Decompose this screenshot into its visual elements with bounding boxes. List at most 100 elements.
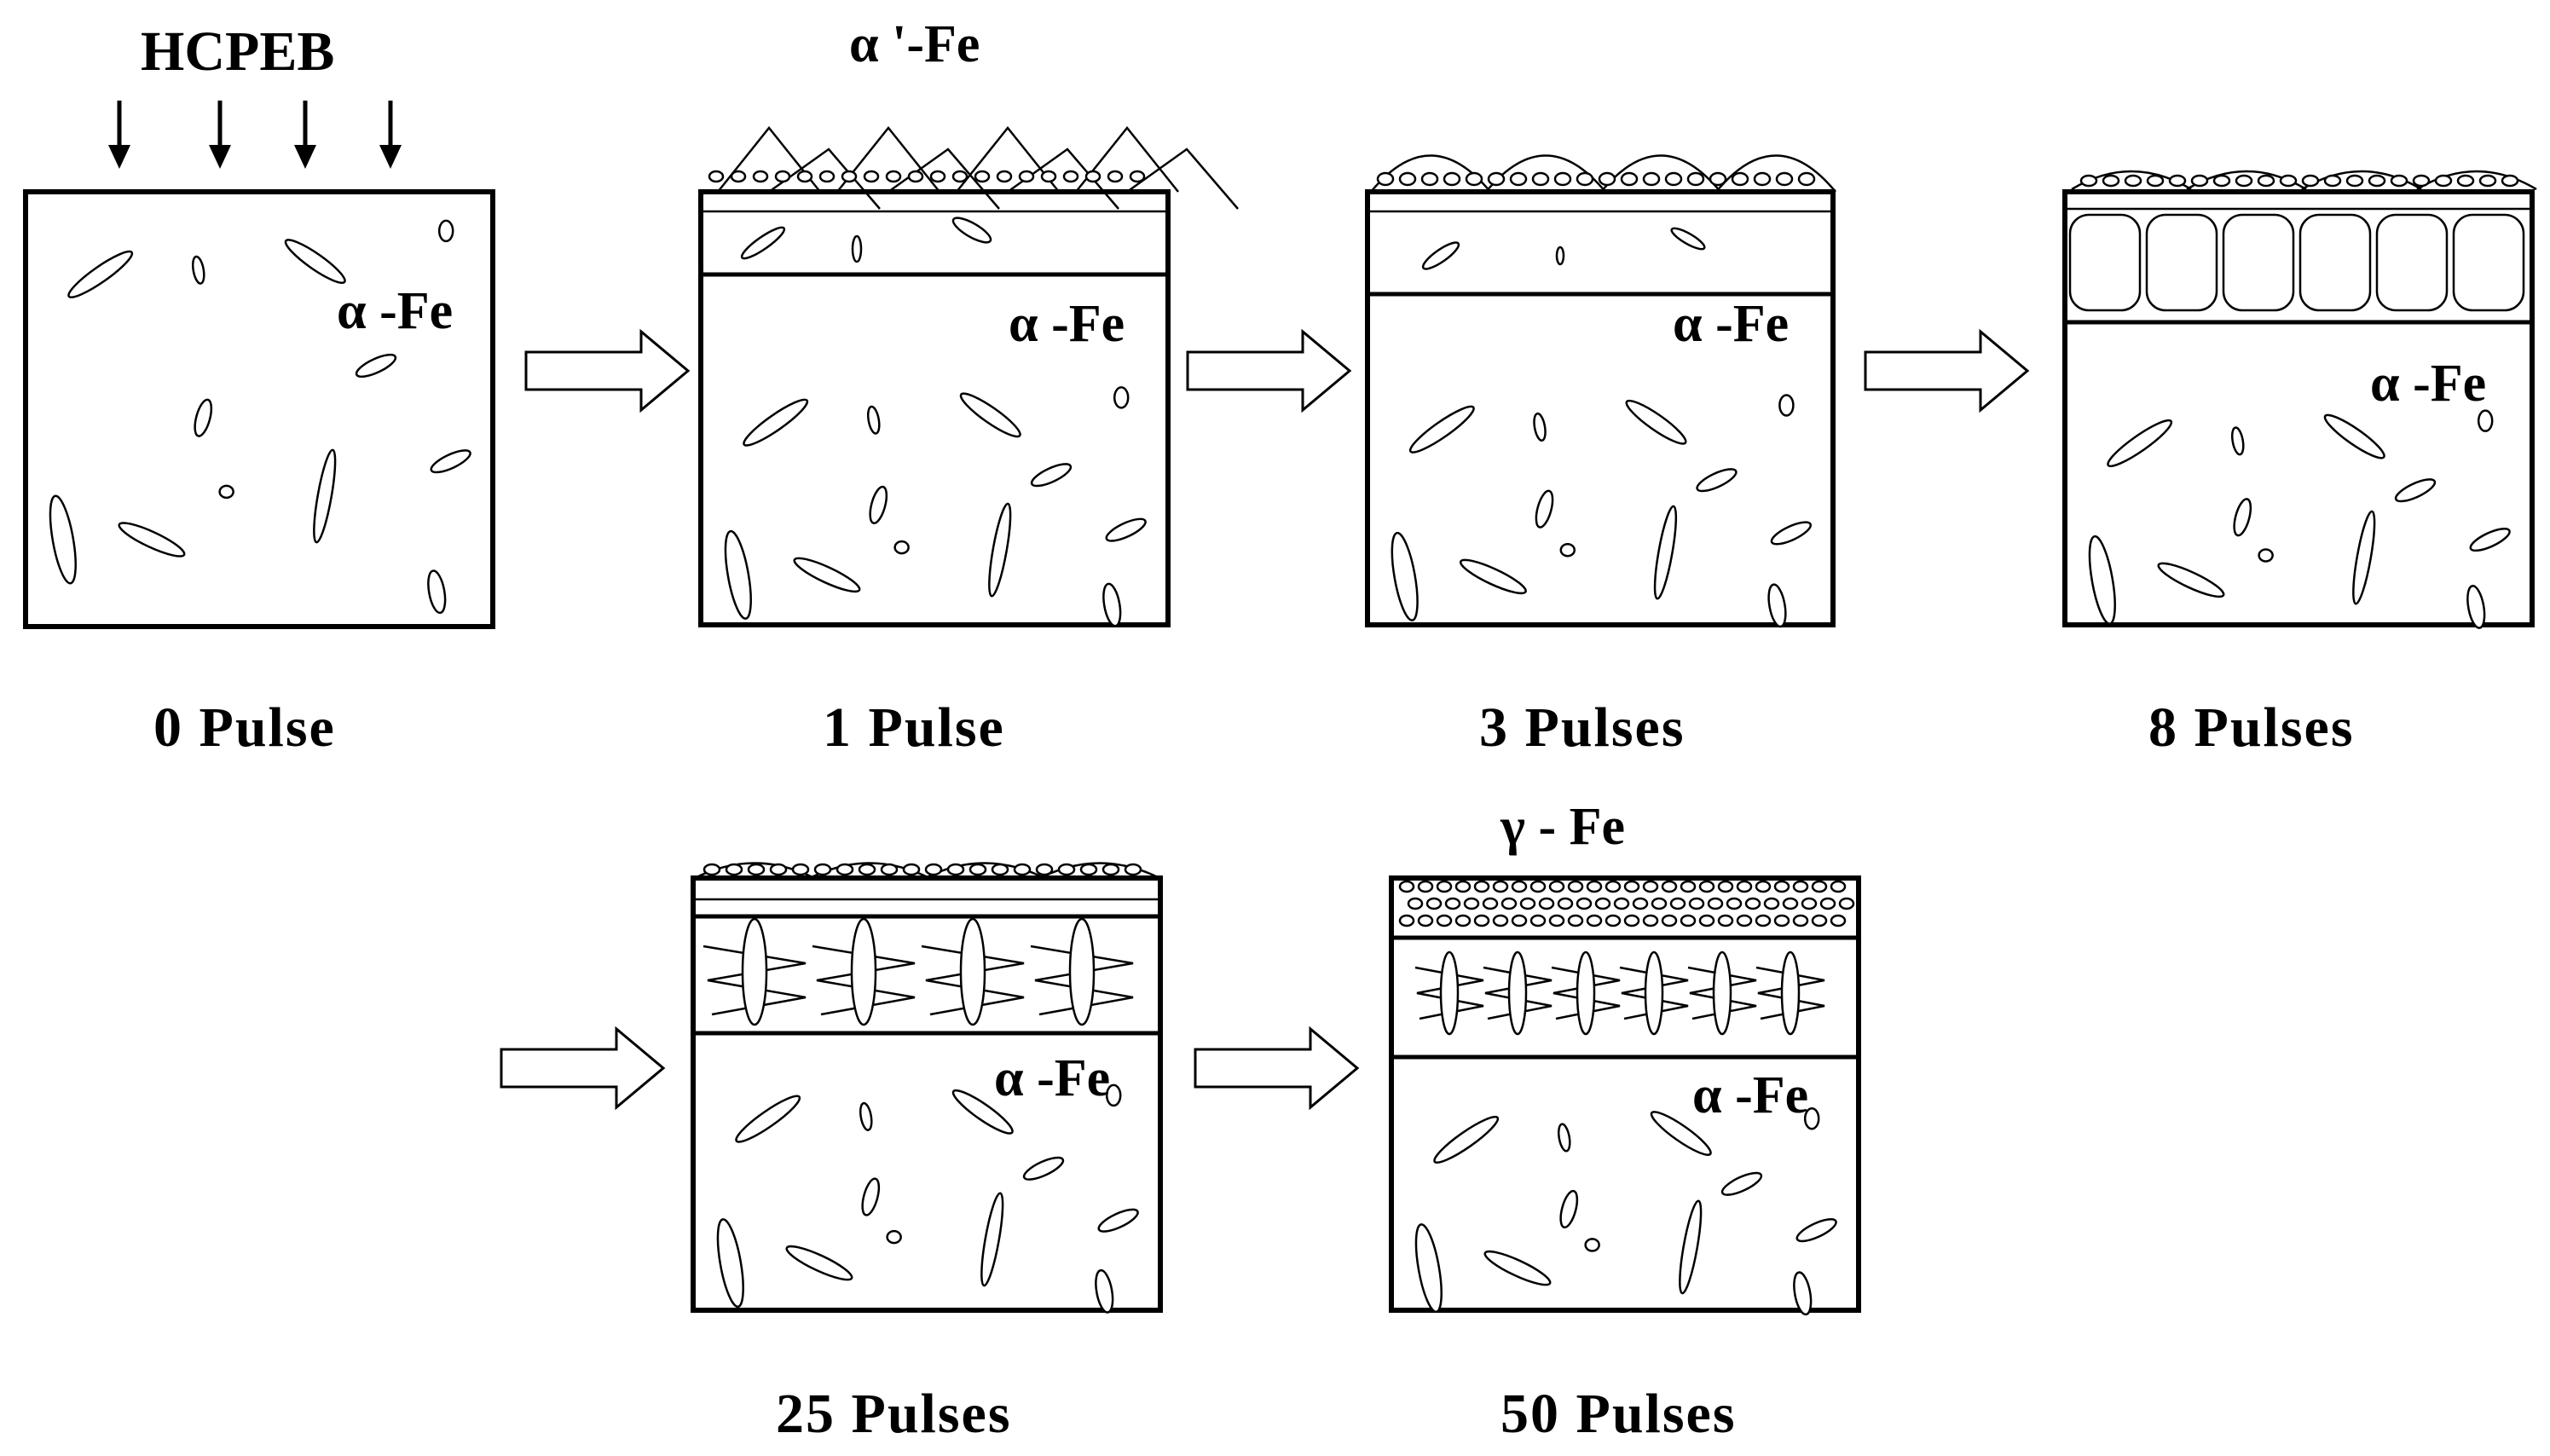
small-grain [2456,174,2475,188]
small-grain [703,863,721,876]
grain-ellipse [118,522,186,558]
cell-layer [2065,170,2537,325]
small-grain [902,863,921,876]
fine-grain [1755,880,1772,893]
small-grain [1420,171,1439,187]
grain-ellipse [1102,582,1122,627]
grain-ellipse [716,1218,744,1309]
fine-grain [1736,914,1753,927]
dendrite-arm [1483,966,1553,1020]
grain-ellipse [793,557,861,593]
phase-label: α -Fe [994,1049,1110,1107]
small-grain [2478,174,2497,188]
small-grain [1018,170,1035,183]
fine-grain [1688,897,1705,910]
grain-ellipse [2394,478,2437,503]
grain-ellipse [1653,505,1678,600]
grain-ellipse [2107,419,2173,468]
fine-grain [1407,897,1424,910]
fine-grain [1454,914,1472,927]
grain-ellipse [2323,413,2385,459]
grain-ellipse [1557,1123,1571,1153]
stage-8-pulses: α -Fe [2062,170,2537,629]
grain-ellipse [1408,405,1475,454]
needle-triangle [836,125,940,193]
fine-grain [1586,880,1603,893]
grain-ellipse [1803,1106,1820,1130]
grain-ellipse [313,448,337,544]
grain-ellipse [1679,1199,1703,1295]
fine-grain [1492,914,1509,927]
grain-ellipse [49,494,77,585]
fine-grain [1763,897,1780,910]
fine-grain [1661,914,1678,927]
dendrite-arm [812,945,916,1016]
grain-ellipse [988,502,1012,598]
sample-box [1365,189,1836,627]
dendrite-trunk [959,917,986,1026]
sample-box [698,189,1171,627]
small-grain [1709,171,1727,187]
stage-1-pulse: α -Fe α '-Fe [698,15,1239,627]
alpha-fe-grains [716,1083,1139,1314]
alpha-prime-fe-layer [701,125,1239,277]
fine-grain [1707,897,1724,910]
grain-ellipse [724,529,752,620]
phase-label: α -Fe [337,282,453,340]
fine-grain [1811,880,1828,893]
fine-grain [1642,880,1659,893]
small-grain [1598,171,1616,187]
grain-ellipse [2233,498,2252,537]
small-grain [1398,171,1417,187]
grain-ellipse [2157,562,2225,598]
grain-ellipse [1391,531,1419,621]
small-grain [991,863,1009,876]
small-grain [974,170,991,183]
small-grain [1057,863,1076,876]
beam-label: HCPEB [141,20,334,83]
caption-stage-1: 1 Pulse [823,696,1005,759]
small-grain [2323,174,2342,188]
fine-grain [1576,897,1593,910]
grain-ellipse [951,1089,1014,1135]
grain-ellipse [1421,241,1460,270]
small-grain [1797,171,1816,187]
small-grain [774,170,791,183]
small-grain [1102,863,1120,876]
grain-ellipse [1559,1189,1579,1229]
needle-triangle [1126,147,1239,210]
fine-grain [1538,897,1555,910]
grain-ellipse [1022,1156,1065,1181]
fine-grain [1782,897,1799,910]
small-grain [885,170,902,183]
small-grain [1062,170,1079,183]
alpha-fe-grains [49,219,471,615]
grain-ellipse [1535,489,1554,529]
small-grain [2146,174,2165,188]
dendrite-trunk [850,917,877,1026]
grain-ellipse [218,484,234,500]
small-grain [2235,174,2253,188]
small-grain [708,170,725,183]
small-grain [796,170,813,183]
columnar-cell [2145,213,2218,312]
caption-stage-4: 25 Pulses [776,1383,1012,1445]
grain-ellipse [191,255,205,285]
fine-grain [1792,914,1809,927]
fine-grain [1651,897,1668,910]
small-grain [2301,174,2320,188]
fine-grain [1642,914,1659,927]
grain-ellipse [1793,1271,1813,1316]
small-grain [907,170,924,183]
small-grain [1107,170,1124,183]
small-grain [1013,863,1032,876]
grain-ellipse [1533,412,1547,442]
small-grain [1642,171,1661,187]
small-grain [1487,171,1506,187]
grain-ellipse [861,1177,881,1216]
beam-arrow-head [209,145,231,169]
dendrite-trunk [1507,950,1528,1036]
small-grain [858,863,876,876]
grain-ellipse [1105,1083,1122,1107]
